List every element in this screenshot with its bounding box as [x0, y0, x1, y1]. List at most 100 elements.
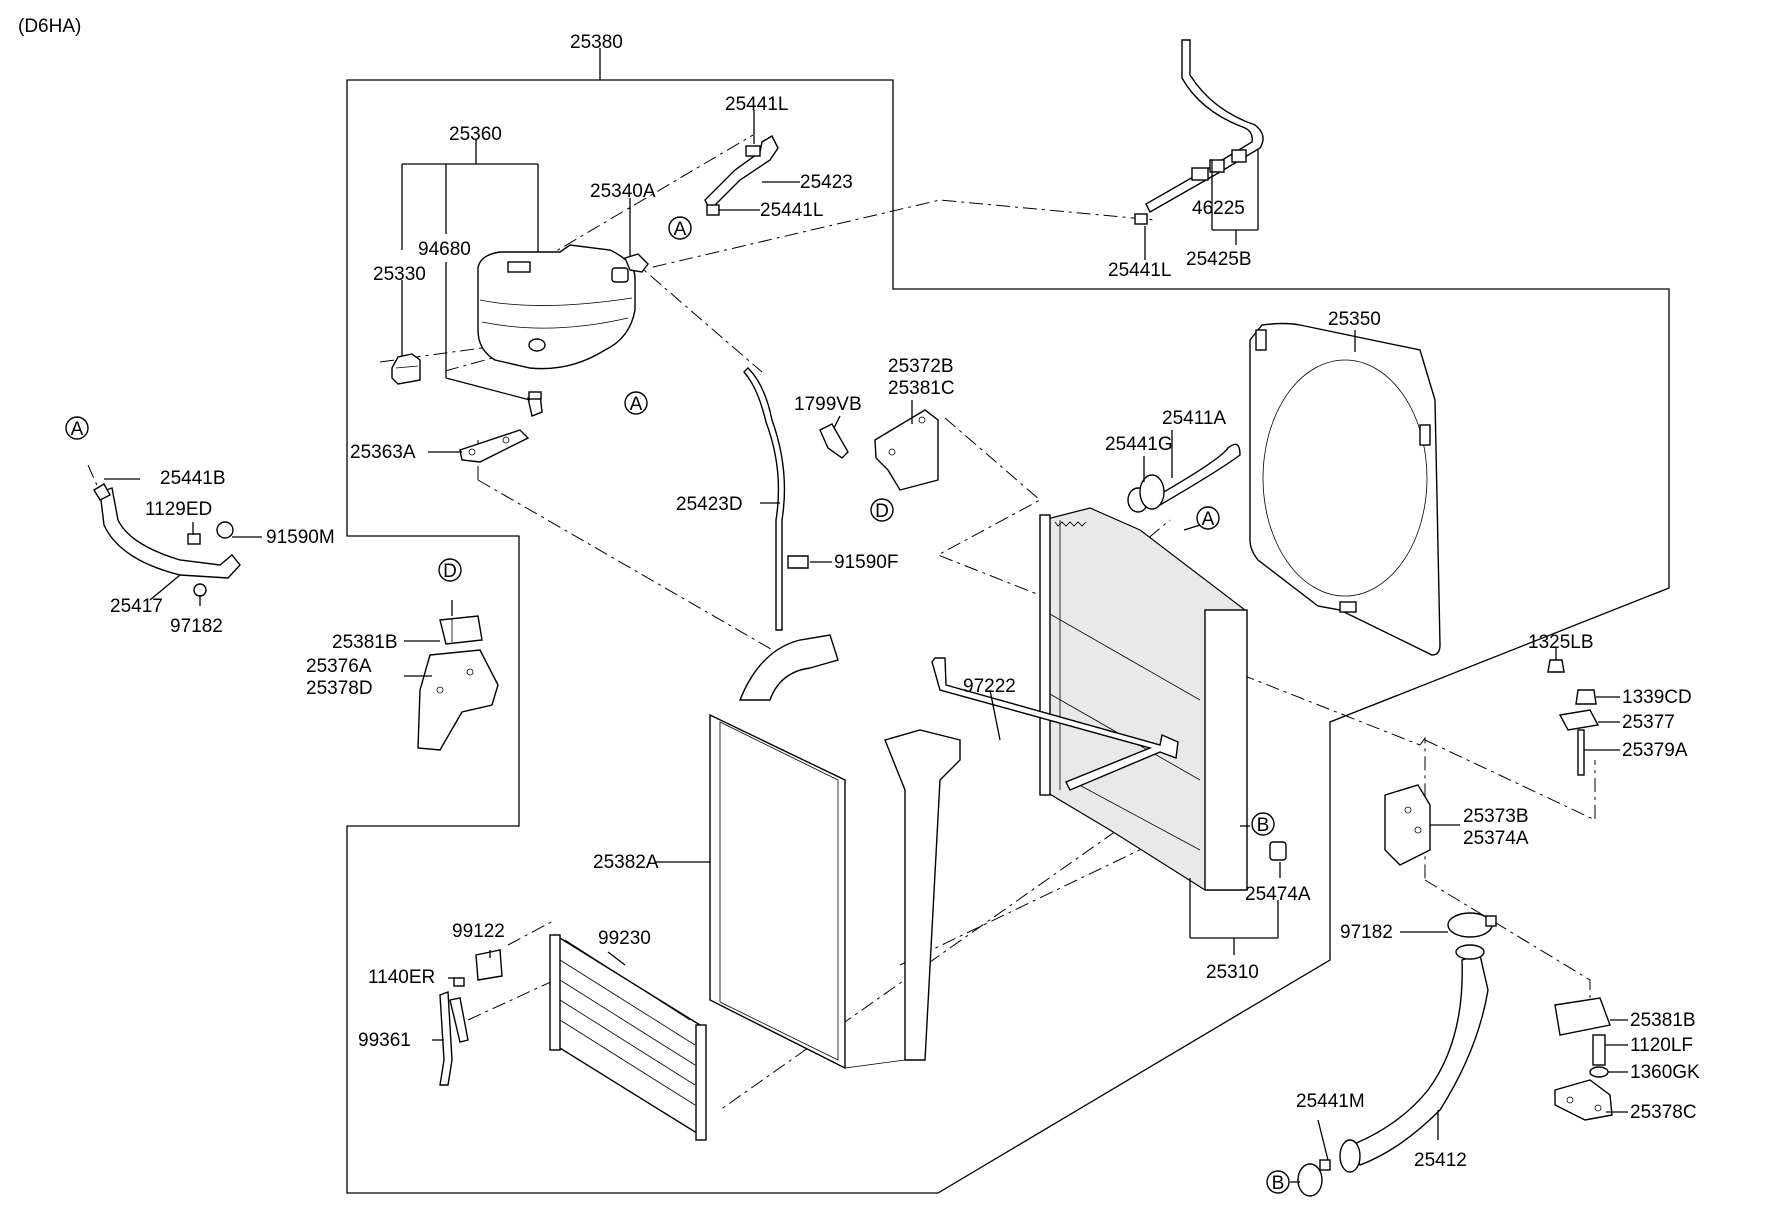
- label-25360: 25360: [449, 124, 502, 145]
- label-25372B: 25372B: [888, 356, 954, 377]
- svg-text:A: A: [630, 394, 643, 415]
- label-25380: 25380: [570, 32, 623, 53]
- clip-91590F: [787, 555, 809, 569]
- stud-25379A: [1577, 729, 1585, 776]
- reservoir-cap: [391, 353, 421, 385]
- svg-text:B: B: [1257, 815, 1270, 836]
- label-1120LF: 1120LF: [1630, 1035, 1693, 1056]
- drain-plug-25474A: [1269, 841, 1287, 861]
- label-25377: 25377: [1622, 712, 1675, 733]
- marker-A-4: A: [1196, 506, 1220, 530]
- label-97222: 97222: [963, 676, 1016, 697]
- sensor-94680: [527, 391, 543, 417]
- label-97182-left: 97182: [170, 616, 223, 637]
- label-25441B: 25441B: [160, 468, 226, 489]
- label-25350: 25350: [1328, 309, 1381, 330]
- label-25423: 25423: [800, 172, 853, 193]
- label-25441G: 25441G: [1105, 434, 1173, 455]
- condenser-99230: [549, 933, 707, 1141]
- hose-25423D: [743, 367, 786, 631]
- label-97182-right: 97182: [1340, 922, 1393, 943]
- label-25310: 25310: [1206, 962, 1259, 983]
- group-outline-25380: [346, 48, 1670, 1194]
- label-91590F: 91590F: [834, 552, 898, 573]
- marker-A-1: A: [668, 216, 692, 240]
- reservoir-tank: [477, 244, 636, 370]
- bracket-1799VB: [819, 423, 849, 459]
- marker-D-2: D: [438, 558, 462, 582]
- hose-25417: [93, 483, 241, 597]
- washer-1360GK: [1589, 1066, 1609, 1078]
- mount-25381B-right: [1554, 997, 1611, 1036]
- svg-text:A: A: [674, 219, 687, 240]
- engine-code: (D6HA): [18, 16, 81, 37]
- label-25441L-mid: 25441L: [760, 200, 823, 221]
- bracket-99122: [475, 949, 503, 981]
- label-25417: 25417: [110, 596, 163, 617]
- pipe-25425B: [1134, 39, 1264, 225]
- label-25379A: 25379A: [1622, 740, 1688, 761]
- label-25378C: 25378C: [1630, 1102, 1697, 1123]
- clamp-97182-right: [1447, 912, 1497, 938]
- label-46225: 46225: [1192, 198, 1245, 219]
- part-labels: 25380 25360 25441L 25423 25340A 25441L 4…: [110, 32, 1700, 1171]
- label-25374A: 25374A: [1463, 828, 1529, 849]
- marker-A-2: A: [624, 391, 648, 415]
- clamp-25441M: [1297, 1159, 1331, 1197]
- label-99230: 99230: [598, 928, 651, 949]
- svg-text:A: A: [1202, 509, 1215, 530]
- label-25425B: 25425B: [1186, 249, 1252, 270]
- svg-text:A: A: [71, 419, 84, 440]
- clamp-25441G: [1139, 474, 1165, 510]
- label-99361: 99361: [358, 1030, 411, 1051]
- label-99122: 99122: [452, 921, 505, 942]
- bolt-1120LF: [1592, 1034, 1606, 1066]
- label-25363A: 25363A: [350, 442, 416, 463]
- marker-D-1: D: [870, 498, 894, 522]
- bracket-25376A: [417, 649, 499, 751]
- svg-text:D: D: [443, 561, 457, 582]
- svg-text:D: D: [875, 501, 889, 522]
- label-25474A: 25474A: [1245, 884, 1311, 905]
- label-91590M: 91590M: [266, 527, 335, 548]
- bracket-25372B: [874, 409, 939, 491]
- label-25376A: 25376A: [306, 656, 372, 677]
- intercooler-25382A: [709, 634, 961, 1070]
- mount-25381B-left: [439, 615, 483, 645]
- label-25340A: 25340A: [590, 181, 656, 202]
- label-94680: 94680: [418, 239, 471, 260]
- pipe-97222: [931, 657, 1179, 791]
- svg-text:B: B: [1272, 1173, 1285, 1194]
- label-leaders: [104, 110, 1628, 1183]
- label-1360GK: 1360GK: [1630, 1062, 1700, 1083]
- label-1325LB: 1325LB: [1528, 632, 1594, 653]
- radiator-25310: [1039, 507, 1248, 891]
- marker-B-2: B: [1266, 1170, 1290, 1194]
- label-25378D: 25378D: [306, 678, 373, 699]
- label-25411A: 25411A: [1162, 408, 1226, 429]
- label-25441L-right: 25441L: [1108, 260, 1171, 281]
- label-25381B-right: 25381B: [1630, 1010, 1696, 1031]
- tank-bracket-25363A: [459, 429, 530, 463]
- label-1799VB: 1799VB: [794, 394, 862, 415]
- label-25330: 25330: [373, 264, 426, 285]
- marker-A-3: A: [65, 416, 89, 440]
- plate-25377: [1558, 709, 1600, 731]
- label-25381C: 25381C: [888, 378, 955, 399]
- fan-shroud-25350: [1249, 322, 1441, 656]
- nut-1339CD: [1575, 689, 1597, 705]
- label-1140ER: 1140ER: [368, 967, 435, 988]
- bolt-1325LB: [1547, 659, 1565, 673]
- label-25441M: 25441M: [1296, 1091, 1365, 1112]
- label-25412: 25412: [1414, 1150, 1467, 1171]
- label-25441L-top: 25441L: [725, 94, 788, 115]
- marker-B-1: B: [1251, 812, 1275, 836]
- label-25373B: 25373B: [1463, 806, 1529, 827]
- fitting-25340A: [624, 253, 649, 273]
- hose-99361: [439, 977, 469, 1086]
- label-25381B-left: 25381B: [332, 632, 398, 653]
- bracket-25378C: [1554, 1079, 1613, 1121]
- hose-25412: [1339, 944, 1489, 1173]
